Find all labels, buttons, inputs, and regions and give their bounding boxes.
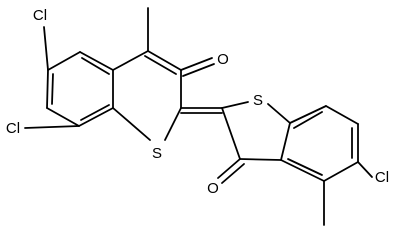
bond-c4-c3a-inner: [287, 158, 323, 176]
bond-layer: [24, 7, 373, 226]
bond-c5-c6: [46, 69, 49, 109]
bond-c3p-c2p: [221, 107, 241, 160]
atom-s-left: S: [152, 145, 162, 162]
bond-c4a-c5: [47, 51, 81, 71]
bond-c4-c3a: [280, 159, 325, 182]
bond-c7a-c7: [289, 105, 327, 124]
bond-c7-c8: [78, 107, 114, 127]
bond-c7-c8-inner: [80, 104, 110, 121]
bond-c2-s1: [164, 107, 182, 141]
bond-c3-o-a: [180, 57, 213, 71]
atom-cl-top: Cl: [33, 7, 47, 24]
bond-c5-c4: [323, 161, 359, 182]
bond-s1-c8a: [112, 107, 151, 141]
bond-c7a-c3a: [280, 122, 291, 161]
bond-s-c7a: [267, 103, 291, 124]
bond-c2p-s: [221, 101, 249, 109]
bond-c7-c6: [325, 105, 359, 125]
bond-c7a-c7-inner: [293, 111, 323, 129]
atom-cl-left: Cl: [6, 120, 20, 137]
bond-c6-c7: [46, 107, 80, 127]
bond-cl-left: [24, 125, 80, 129]
atom-s-right: S: [253, 92, 263, 109]
bond-c3p-o-b: [221, 163, 245, 184]
bond-c3p-o-a: [217, 158, 241, 179]
atom-label-layer: Cl Cl O S S O Cl: [6, 7, 389, 197]
bond-cl-top: [43, 26, 49, 71]
bond-c4-c3: [147, 50, 182, 71]
atom-o-top: O: [217, 51, 229, 68]
bond-c8a-c4a-inner: [81, 57, 110, 75]
bond-cl-right: [357, 161, 373, 178]
bond-c5-c6-inner: [51, 73, 54, 105]
bond-c3a-c3p: [239, 158, 282, 161]
atom-cl-right: Cl: [375, 169, 389, 186]
bond-c8a-c4a: [79, 51, 114, 71]
bond-c3-o-b: [182, 63, 215, 77]
bond-c4-c3-inner: [144, 55, 177, 75]
bond-c4a-c4: [112, 50, 149, 71]
atom-o-bottom: O: [207, 180, 219, 197]
